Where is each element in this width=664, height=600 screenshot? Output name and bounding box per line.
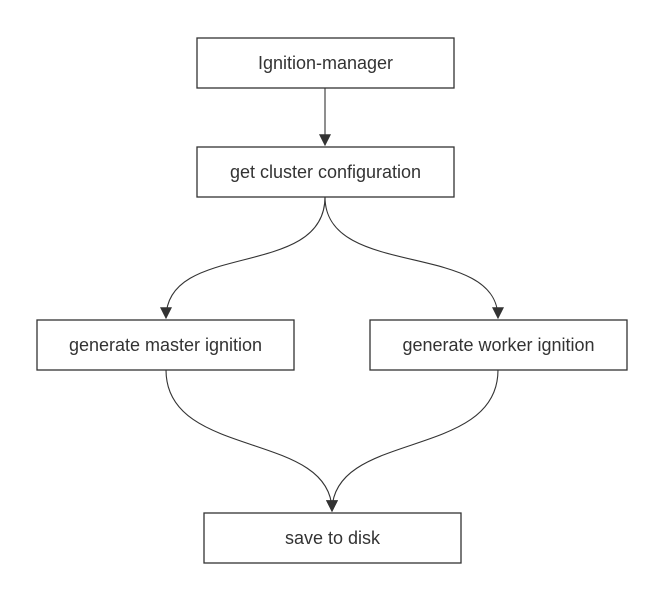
node-generate-master-ignition-label: generate master ignition <box>69 335 262 355</box>
node-get-cluster-configuration: get cluster configuration <box>196 146 455 198</box>
edge-generate-master-ignition-to-save-to-disk <box>165 369 338 513</box>
edge-get-cluster-configuration-to-generate-worker-ignition <box>324 196 504 320</box>
node-save-to-disk: save to disk <box>203 512 462 564</box>
edge-get-cluster-configuration-to-generate-master-ignition <box>160 196 326 320</box>
node-ignition-manager: Ignition-manager <box>196 37 455 89</box>
node-generate-worker-ignition-label: generate worker ignition <box>402 335 594 355</box>
node-save-to-disk-label: save to disk <box>285 528 381 548</box>
edge-generate-worker-ignition-to-save-to-disk <box>326 369 499 513</box>
node-ignition-manager-label: Ignition-manager <box>258 53 393 73</box>
node-generate-master-ignition: generate master ignition <box>36 319 295 371</box>
node-get-cluster-configuration-label: get cluster configuration <box>230 162 421 182</box>
node-generate-worker-ignition: generate worker ignition <box>369 319 628 371</box>
